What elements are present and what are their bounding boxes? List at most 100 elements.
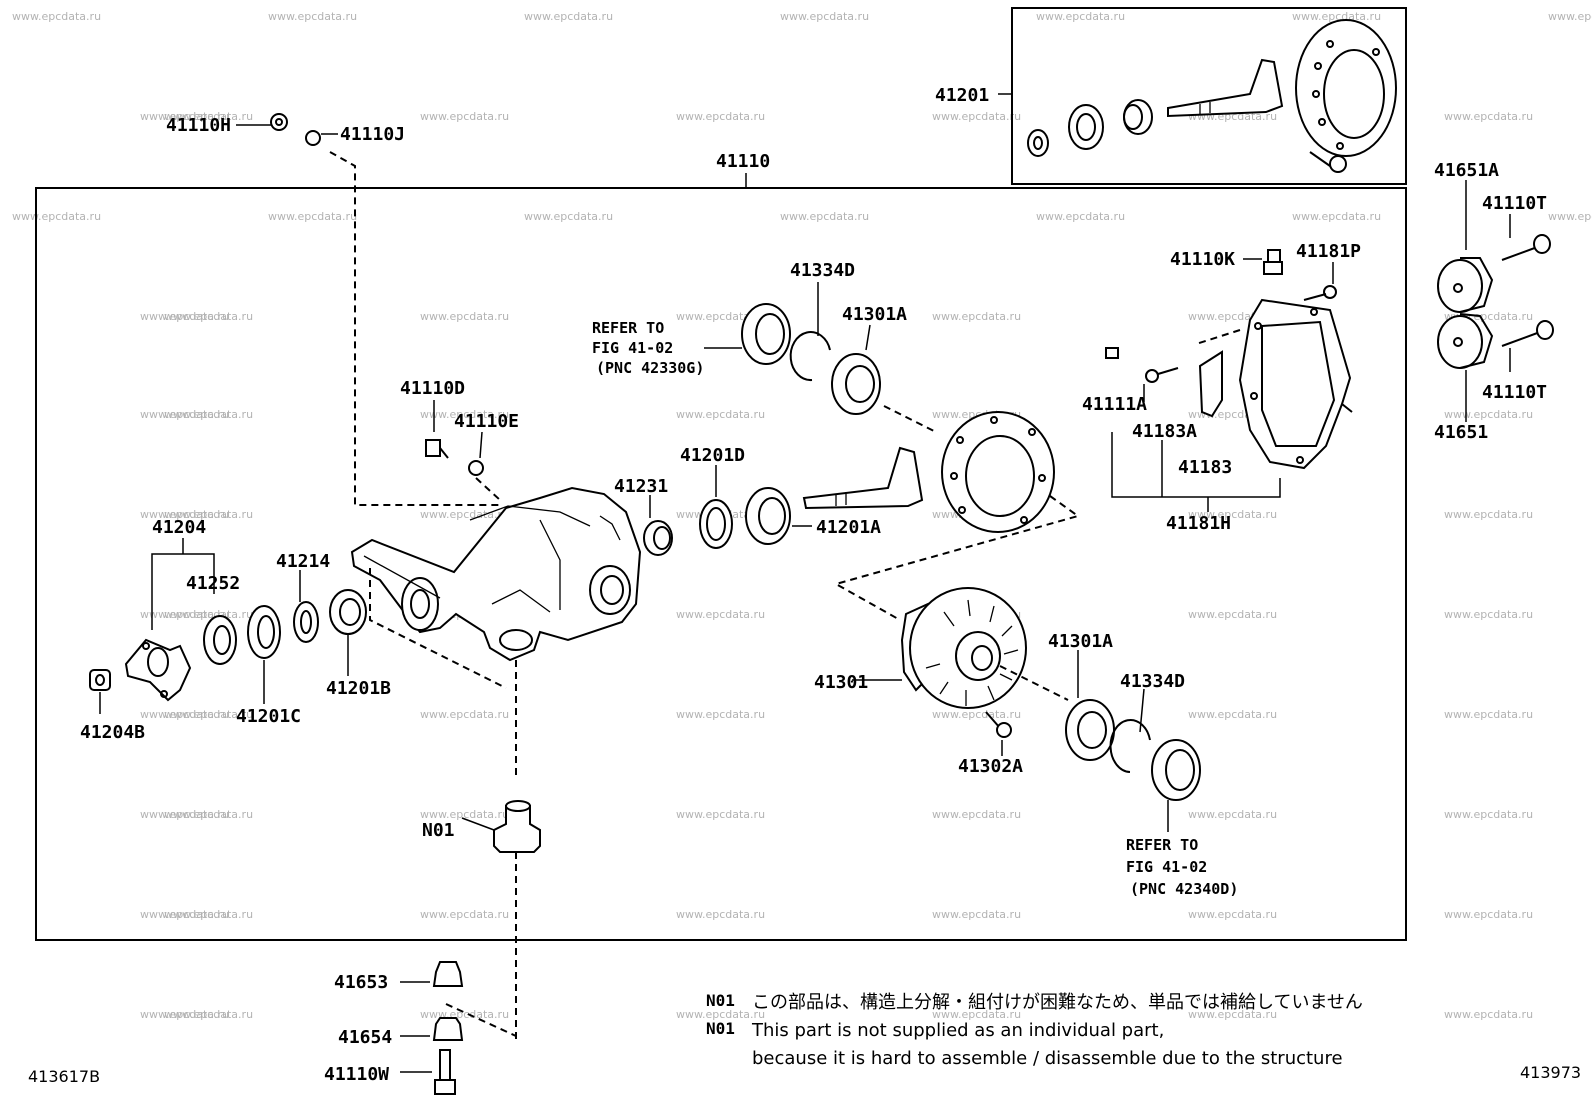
watermark-text: www.epcdata.ru: [676, 908, 765, 921]
part-oil-seal-42330G[interactable]: [704, 303, 791, 365]
part-41651A[interactable]: [1437, 180, 1494, 313]
label-41301A-top: 41301A: [842, 304, 907, 325]
watermark-text: www.epcdata.ru: [1444, 808, 1533, 821]
watermark-text: www.epcdata.ru: [1036, 210, 1125, 223]
part-41183A-gasket[interactable]: [1198, 350, 1223, 418]
part-41651[interactable]: [1437, 313, 1494, 422]
refer-top-line2: FIG 41-02: [592, 339, 673, 357]
note-2-key: N01: [706, 1019, 735, 1038]
part-41111A[interactable]: [1105, 347, 1179, 402]
part-41252[interactable]: [203, 615, 237, 665]
refer-block-top: REFER TO FIG 41-02 (PNC 42330G): [592, 319, 704, 377]
label-41214: 41214: [276, 551, 330, 572]
part-oil-seal-42340D[interactable]: [1151, 739, 1201, 832]
watermark-text: www.epcdata.ru: [524, 10, 613, 23]
bracket-41181H: [1111, 432, 1281, 512]
part-41653[interactable]: [400, 961, 464, 987]
part-group-41201[interactable]: [998, 19, 1397, 173]
note-2-line1: This part is not supplied as an individu…: [751, 1020, 1164, 1041]
dash-housing-left: [369, 568, 507, 689]
part-41301A-bottom[interactable]: [1065, 650, 1115, 761]
part-41181P[interactable]: [1303, 262, 1337, 301]
watermark-text: www.epcdata.ru: [420, 708, 509, 721]
part-companion-flange[interactable]: [124, 638, 192, 702]
watermark-text: www.epcdata.ru: [1292, 10, 1381, 23]
watermark-text: www.epcdata.ru: [1188, 708, 1277, 721]
part-41110T-bottom[interactable]: [1501, 320, 1554, 372]
part-41201A[interactable]: [745, 487, 812, 545]
part-41204B[interactable]: [89, 669, 111, 714]
watermark-text: www.epcdata.ru: [140, 408, 229, 421]
label-41183A: 41183A: [1132, 421, 1197, 442]
watermark-text: www.epcdata.ru: [932, 808, 1021, 821]
part-41110W-bolt[interactable]: [400, 1049, 456, 1095]
watermark-text: www.epcdata.ru: [164, 1008, 253, 1021]
watermark-text: www.epcdata.ru: [1188, 508, 1277, 521]
refer-block-bottom: REFER TO FIG 41-02 (PNC 42340D): [1126, 836, 1238, 898]
part-41201D[interactable]: [699, 465, 733, 549]
watermark-text: www.epcdata.ru: [164, 408, 253, 421]
part-41201C[interactable]: [247, 605, 281, 704]
part-ring-gear[interactable]: [941, 411, 1055, 533]
part-41110K[interactable]: [1243, 249, 1283, 275]
label-41651: 41651: [1434, 422, 1488, 443]
part-carrier-housing[interactable]: [350, 486, 642, 662]
part-41302A[interactable]: [985, 711, 1012, 756]
watermark-text: www.epcdata.ru: [1444, 1008, 1533, 1021]
dash-41110E: [475, 477, 501, 501]
part-41301A-top[interactable]: [831, 324, 881, 415]
watermark-text: www.epcdata.ru: [524, 210, 613, 223]
part-41110J[interactable]: [305, 130, 338, 146]
label-41110: 41110: [716, 151, 770, 172]
watermark-text: www.epcdata.ru: [780, 10, 869, 23]
watermark-text: www.epcdata.ru: [420, 310, 509, 323]
label-41110K: 41110K: [1170, 249, 1235, 270]
part-41110E[interactable]: [468, 431, 484, 476]
label-41334D-bottom: 41334D: [1120, 671, 1185, 692]
assembly-frame-41110: [35, 187, 1407, 941]
watermark-text: www.epcdata.ru: [1444, 708, 1533, 721]
watermark-text: www.epcdata.ru: [1548, 10, 1592, 23]
dash-41654: [445, 1003, 517, 1037]
watermark-text: www.epcdata.ru: [1444, 908, 1533, 921]
part-41201B[interactable]: [329, 589, 367, 676]
label-41183: 41183: [1178, 457, 1232, 478]
label-41201C: 41201C: [236, 706, 301, 727]
watermark-text: www.epcdata.ru: [140, 908, 229, 921]
watermark-text: www.epcdata.ru: [676, 1008, 765, 1021]
label-41201B: 41201B: [326, 678, 391, 699]
watermark-text: www.epcdata.ru: [932, 708, 1021, 721]
part-41654[interactable]: [400, 1017, 464, 1041]
watermark-text: www.epcdata.ru: [164, 508, 253, 521]
part-differential-case[interactable]: [900, 587, 1027, 709]
label-41252: 41252: [186, 573, 240, 594]
watermark-text: www.epcdata.ru: [676, 310, 765, 323]
refer-top-line3: (PNC 42330G): [596, 359, 704, 377]
watermark-text: www.epcdata.ru: [12, 210, 101, 223]
refer-top-line1: REFER TO: [592, 319, 664, 337]
label-41181P: 41181P: [1296, 241, 1361, 262]
watermark-text: www.epcdata.ru: [1292, 210, 1381, 223]
part-41110H[interactable]: [236, 113, 288, 131]
part-41214[interactable]: [293, 570, 319, 643]
part-41334D-top[interactable]: [789, 282, 831, 382]
part-drive-pinion[interactable]: [802, 446, 924, 510]
watermark-text: www.epcdata.ru: [676, 808, 765, 821]
watermark-text: www.epcdata.ru: [676, 110, 765, 123]
dash-upper-bearing: [883, 405, 937, 433]
label-41181H: 41181H: [1166, 513, 1231, 534]
part-N01-mount[interactable]: [461, 800, 541, 853]
watermark-text: www.epcdata.ru: [140, 1008, 229, 1021]
part-rear-cover[interactable]: [1238, 298, 1353, 470]
watermark-text: www.epcdata.ru: [420, 808, 509, 821]
dash-case-to-bearing: [999, 665, 1069, 701]
label-41204B: 41204B: [80, 722, 145, 743]
part-41110D[interactable]: [425, 400, 449, 459]
watermark-text: www.epcdata.ru: [676, 708, 765, 721]
watermark-text: www.epcdata.ru: [140, 608, 229, 621]
note-2-line2: because it is hard to assemble / disasse…: [752, 1048, 1343, 1069]
part-41110T-top[interactable]: [1501, 214, 1551, 261]
part-41231[interactable]: [643, 495, 673, 556]
part-41334D-bottom[interactable]: [1109, 688, 1151, 773]
